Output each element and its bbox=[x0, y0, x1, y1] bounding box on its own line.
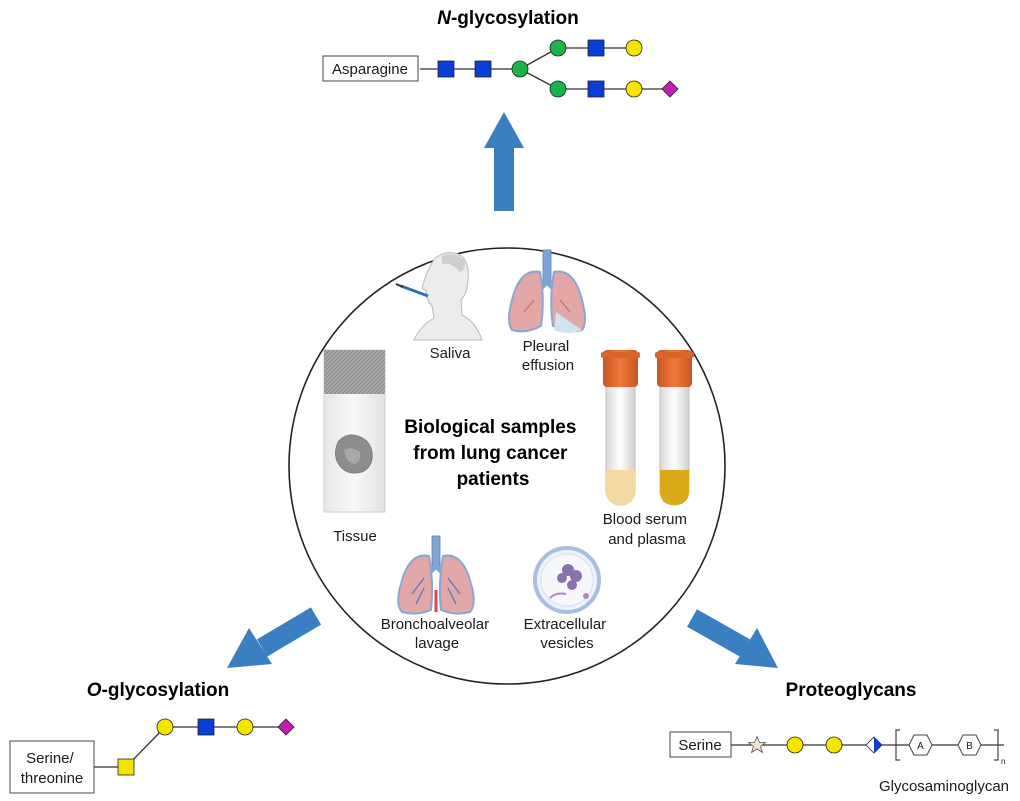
sialic-acid-diamond-icon bbox=[661, 80, 679, 98]
saliva-label: Saliva bbox=[430, 345, 472, 362]
unit-a-label: A bbox=[917, 741, 924, 752]
mannose-circle-icon bbox=[511, 60, 529, 78]
xylose-star-icon bbox=[747, 735, 767, 754]
n-glycosylation-section: N-glycosylation Asparagine bbox=[322, 8, 679, 98]
blood-label: Blood serum and plasma bbox=[603, 511, 691, 548]
center-title: Biological samples from lung cancer pati… bbox=[404, 417, 581, 490]
bal-label: Bronchoalveolar lavage bbox=[381, 616, 494, 652]
ev-label: Extracellular vesicles bbox=[524, 616, 611, 652]
arrow-down-right bbox=[687, 609, 778, 668]
glcnac-square-icon bbox=[587, 39, 605, 57]
pleural-lungs-icon bbox=[508, 249, 586, 333]
bal-lungs-icon bbox=[397, 535, 475, 615]
galactose-circle-icon bbox=[625, 80, 643, 98]
arrow-up bbox=[484, 112, 524, 211]
tissue-slide-icon bbox=[323, 349, 386, 513]
mannose-circle-icon bbox=[549, 39, 567, 57]
galactose-circle-icon bbox=[625, 39, 643, 57]
arrow-down-left bbox=[227, 607, 322, 668]
tissue-label: Tissue bbox=[333, 528, 377, 545]
sialic-acid-diamond-icon bbox=[277, 718, 295, 736]
unit-b-label: B bbox=[966, 741, 973, 752]
galactose-circle-icon bbox=[236, 718, 254, 736]
saliva-icon bbox=[395, 252, 483, 341]
asparagine-label: Asparagine bbox=[332, 61, 408, 78]
glcnac-square-icon bbox=[587, 80, 605, 98]
blood-tubes-icon bbox=[601, 350, 694, 506]
glycosaminoglycan-label: Glycosaminoglycan bbox=[879, 778, 1009, 795]
proteoglycans-section: Proteoglycans Serine A B n Glycosaminogl… bbox=[669, 680, 1009, 795]
n-glycosylation-title: N-glycosylation bbox=[437, 8, 578, 29]
galactose-circle-icon bbox=[825, 736, 843, 754]
serine-label: Serine bbox=[678, 737, 721, 754]
unit-a-hexagon bbox=[908, 734, 933, 756]
serine-threonine-box bbox=[9, 740, 95, 794]
serine-box bbox=[669, 731, 732, 758]
repeat-subscript: n bbox=[1001, 757, 1005, 766]
repeat-bracket-right bbox=[994, 729, 999, 761]
o-glycosylation-title: O-glycosylation bbox=[87, 680, 230, 701]
galnac-square-icon bbox=[117, 758, 135, 776]
repeat-bracket-left bbox=[895, 729, 900, 761]
o-glycosylation-section: O-glycosylation Serine/ threonine bbox=[9, 680, 295, 794]
pleural-label: Pleural effusion bbox=[522, 338, 574, 374]
galactose-circle-icon bbox=[786, 736, 804, 754]
proteoglycans-title: Proteoglycans bbox=[786, 680, 917, 701]
glcnac-square-icon bbox=[474, 60, 492, 78]
serine-threonine-label: Serine/ threonine bbox=[21, 750, 84, 787]
galactose-circle-icon bbox=[156, 718, 174, 736]
glcnac-square-icon bbox=[437, 60, 455, 78]
extracellular-vesicles-icon bbox=[533, 546, 601, 614]
unit-b-hexagon bbox=[957, 734, 982, 756]
glcnac-square-icon bbox=[197, 718, 215, 736]
mannose-circle-icon bbox=[549, 80, 567, 98]
asparagine-box bbox=[322, 55, 419, 82]
